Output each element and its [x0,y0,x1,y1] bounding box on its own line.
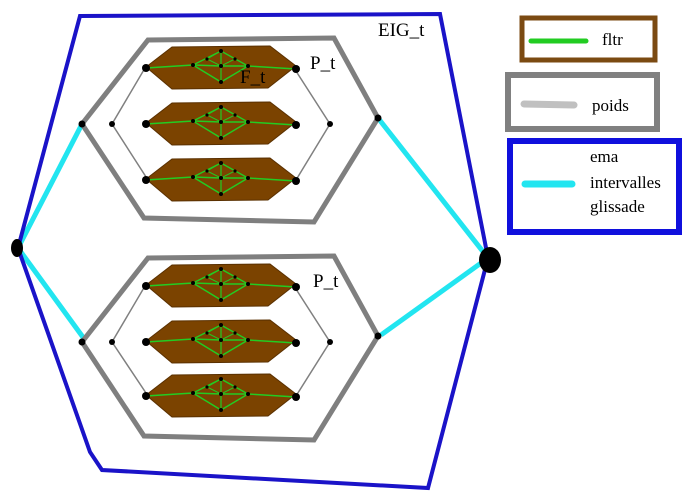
node-point [246,338,250,342]
node-point [233,57,237,61]
node-row [142,263,300,308]
node-point [142,120,150,128]
node-point [246,120,250,124]
node-point [191,337,195,341]
node-row [142,157,300,202]
node-point [191,391,195,395]
node-point [142,176,150,184]
outer-label: EIG_t [378,20,425,41]
node-point [142,392,150,400]
node-point [233,331,237,335]
node-point [142,64,150,72]
panel-bottom [78,253,382,443]
node-point [219,80,223,84]
connector-line [376,116,490,260]
legend-label-poids: poids [592,96,629,115]
side-point [327,339,333,345]
node-point [246,282,250,286]
node-point [292,339,300,347]
node-point [219,338,223,342]
node-point [219,136,223,140]
frame-point [78,338,86,346]
node-point [205,385,209,389]
node-row [142,319,300,364]
legend-label-ema-line1: ema [590,147,619,166]
legend-label-ema-line2: intervalles [590,173,661,192]
panel-label-bottom: P_t [313,271,339,292]
node-point [205,275,209,279]
node-point [292,283,300,291]
panel-top [78,35,382,225]
connector-line [15,122,85,250]
node-point [233,169,237,173]
node-point [219,105,223,109]
node-point [142,338,150,346]
legend-label-fltr: fltr [602,30,623,49]
legend-box-fltr [519,15,658,63]
node-point [219,392,223,396]
node-point [292,65,300,73]
node-point [191,281,195,285]
node-point [233,113,237,117]
node-row [142,101,300,146]
node-point [219,161,223,165]
node-point [191,119,195,123]
node-point [219,323,223,327]
node-point [246,176,250,180]
endpoint-right [479,247,501,273]
node-point [233,385,237,389]
node-point [191,175,195,179]
node-point [219,408,223,412]
endpoints [11,239,501,273]
node-point [219,298,223,302]
node-point [219,192,223,196]
node-point [233,275,237,279]
node-point [219,120,223,124]
node-point [246,64,250,68]
connector-lines [15,116,490,342]
frame-point [78,120,86,128]
connector-line [15,246,88,342]
side-point [109,121,115,127]
connector-line [379,255,490,338]
inner-label-top: F_t [240,67,266,88]
node-point [292,121,300,129]
node-row [142,45,300,90]
node-point [219,354,223,358]
node-point [219,64,223,68]
legend-label-ema-line3: glissade [590,197,645,216]
node-point [292,393,300,401]
node-point [292,177,300,185]
panels [78,35,382,443]
node-point [219,377,223,381]
frame-point [374,332,382,340]
node-row [142,373,300,418]
panel-label-top: P_t [310,53,336,74]
node-point [219,176,223,180]
outer-hexagon-frame [15,11,491,491]
node-point [219,282,223,286]
node-point [191,63,195,67]
node-point [205,113,209,117]
node-point [219,49,223,53]
side-point [327,121,333,127]
node-point [142,282,150,290]
frame-point [374,114,382,122]
node-point [246,392,250,396]
legend-swatch-poids [520,100,578,109]
node-point [205,57,209,61]
side-point [109,339,115,345]
endpoint-left [11,239,23,257]
node-point [205,331,209,335]
node-point [219,267,223,271]
legend: fltr poids ema intervalles glissade [505,15,682,235]
node-point [205,169,209,173]
